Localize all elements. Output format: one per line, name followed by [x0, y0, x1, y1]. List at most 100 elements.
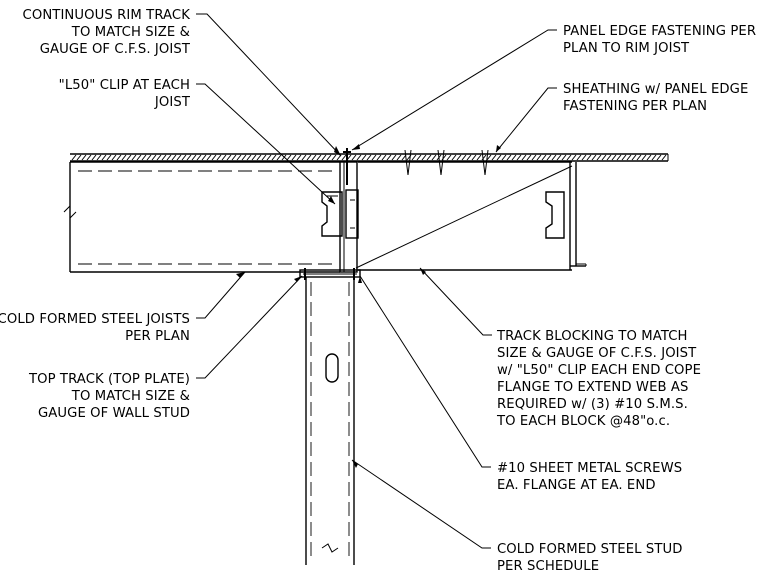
- sheathing-hatch-line: [191, 154, 197, 161]
- note-sheathing: SHEATHING w/ PANEL EDGE FASTENING PER PL…: [563, 82, 748, 114]
- note-line: COLD FORMED STEEL STUD: [497, 542, 683, 557]
- sheathing-hatch-line: [251, 154, 257, 161]
- sheet-metal-screws: [304, 268, 355, 280]
- sheathing-hatch-line: [111, 154, 117, 161]
- sheathing-hatch-line: [596, 154, 602, 161]
- sheathing-hatch-line: [521, 154, 527, 161]
- leader-lines: [196, 13, 573, 549]
- sheathing-hatch-line: [511, 154, 517, 161]
- continuous-rim-track: [339, 161, 358, 273]
- sheathing-hatch-line: [271, 154, 277, 161]
- sheathing-hatch-line: [381, 154, 387, 161]
- sheathing-hatch-line: [566, 154, 572, 161]
- note-rim-track: CONTINUOUS RIM TRACK TO MATCH SIZE & GAU…: [23, 8, 191, 57]
- sheathing-hatch-line: [211, 154, 217, 161]
- sheathing-hatch-line: [286, 154, 292, 161]
- sheathing-hatch-line: [331, 154, 337, 161]
- sheathing-hatch-line: [106, 154, 112, 161]
- note-top-track: TOP TRACK (TOP PLATE) TO MATCH SIZE & GA…: [28, 372, 190, 421]
- sheathing-hatch-line: [391, 154, 397, 161]
- sheathing-hatch-line: [431, 154, 437, 161]
- sheathing-hatch-line: [541, 154, 547, 161]
- sheathing-hatch-line: [576, 154, 582, 161]
- note-line: GAUGE OF C.F.S. JOIST: [40, 42, 191, 57]
- sheathing-hatch-line: [531, 154, 537, 161]
- note-line: #10 SHEET METAL SCREWS: [497, 461, 682, 476]
- sheathing-hatch-line: [641, 154, 647, 161]
- sheathing-hatch-line: [221, 154, 227, 161]
- sheathing-hatch-line: [631, 154, 637, 161]
- sheathing-hatch-line: [201, 154, 207, 161]
- sheathing-hatch-line: [616, 154, 622, 161]
- sheathing-hatch-line: [656, 154, 662, 161]
- sheathing-hatch-line: [516, 154, 522, 161]
- sheathing-hatch-line: [591, 154, 597, 161]
- sheathing-hatch-line: [151, 154, 157, 161]
- sheathing-hatch-line: [416, 154, 422, 161]
- sheathing-hatch-line: [581, 154, 587, 161]
- note-line: SIZE & GAUGE OF C.F.S. JOIST: [497, 346, 697, 361]
- sheathing-hatch-line: [586, 154, 592, 161]
- note-line: TRACK BLOCKING TO MATCH: [496, 329, 688, 344]
- sheathing: [70, 153, 669, 162]
- sheathing-hatch-line: [206, 154, 212, 161]
- note-line: COLD FORMED STEEL JOISTS: [0, 312, 190, 327]
- sheathing-hatch-line: [121, 154, 127, 161]
- sheathing-hatch-line: [486, 154, 492, 161]
- sheathing-hatch-line: [76, 154, 82, 161]
- sheathing-hatch-line: [661, 154, 667, 161]
- sheathing-hatch-line: [81, 154, 87, 161]
- sheathing-hatch-line: [561, 154, 567, 161]
- sheathing-hatch-line: [306, 154, 312, 161]
- sheathing-hatch-line: [241, 154, 247, 161]
- sheathing-hatch-line: [181, 154, 187, 161]
- sheathing-hatch-line: [171, 154, 177, 161]
- sheathing-hatch-line: [461, 154, 467, 161]
- sheathing-hatch-line: [101, 154, 107, 161]
- sheathing-hatch-line: [226, 154, 232, 161]
- sheathing-hatch-line: [361, 154, 367, 161]
- sheathing-hatch-line: [376, 154, 382, 161]
- sheathing-hatch-line: [396, 154, 402, 161]
- sheathing-hatch-line: [476, 154, 482, 161]
- l50-clip: [321, 189, 359, 239]
- note-line: CONTINUOUS RIM TRACK: [23, 8, 191, 23]
- note-line: PANEL EDGE FASTENING PER: [563, 24, 756, 39]
- cfs-joist-left: [63, 161, 340, 273]
- sheathing-hatch-line: [86, 154, 92, 161]
- sheathing-hatch-line: [71, 154, 77, 161]
- sheathing-hatch-line: [216, 154, 222, 161]
- sheathing-hatch-line: [136, 154, 142, 161]
- note-line: EA. FLANGE AT EA. END: [497, 478, 656, 493]
- sheathing-hatch-line: [141, 154, 147, 161]
- sheathing-hatch-line: [526, 154, 532, 161]
- sheathing-hatch-line: [356, 154, 362, 161]
- sheathing-hatch-line: [166, 154, 172, 161]
- sheathing-hatch-line: [601, 154, 607, 161]
- note-line: w/ "L50" CLIP EACH END COPE: [497, 363, 701, 378]
- sheathing-hatch-line: [501, 154, 507, 161]
- sheathing-hatch-line: [466, 154, 472, 161]
- note-cfs-stud: COLD FORMED STEEL STUD PER SCHEDULE: [497, 542, 683, 574]
- sheathing-hatch-line: [506, 154, 512, 161]
- sheathing-hatch-line: [146, 154, 152, 161]
- sheathing-hatch-line: [156, 154, 162, 161]
- note-line: PLAN TO RIM JOIST: [563, 41, 690, 56]
- sheathing-hatch-line: [556, 154, 562, 161]
- sheathing-hatch-line: [611, 154, 617, 161]
- sheathing-hatch-line: [236, 154, 242, 161]
- arrowheads: [236, 144, 501, 468]
- sheathing-hatch-line: [261, 154, 267, 161]
- sheathing-hatch-line: [316, 154, 322, 161]
- panel-fasteners: [343, 148, 489, 185]
- sheathing-hatch-line: [301, 154, 307, 161]
- sheathing-hatch-line: [546, 154, 552, 161]
- sheathing-hatch-line: [421, 154, 427, 161]
- sheathing-hatch-line: [231, 154, 237, 161]
- sheathing-hatch-line: [266, 154, 272, 161]
- sheathing-hatch-line: [256, 154, 262, 161]
- track-blocking: [358, 161, 587, 271]
- sheathing-hatch-line: [571, 154, 577, 161]
- sheathing-hatch-line: [471, 154, 477, 161]
